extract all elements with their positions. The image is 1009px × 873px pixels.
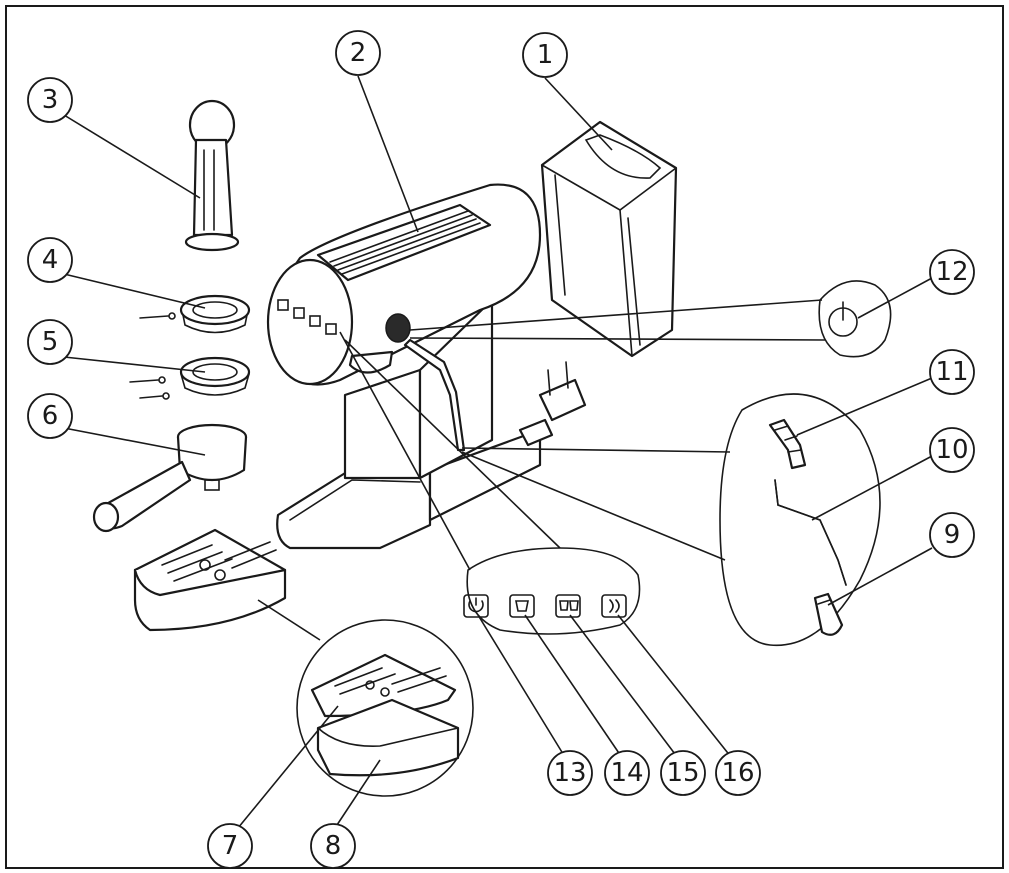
- leader-lines: [63, 75, 933, 829]
- callout-10: 10: [929, 427, 975, 473]
- filter-single: [139, 294, 251, 334]
- callout-label-5: 5: [42, 327, 59, 357]
- callout-label-14: 14: [610, 758, 643, 788]
- drip-tray-detail: [296, 619, 474, 797]
- callout-6: 6: [27, 393, 73, 439]
- diagram-frame: [5, 5, 1004, 869]
- callout-16: 16: [715, 750, 761, 796]
- callout-15: 15: [660, 750, 706, 796]
- callout-label-2: 2: [350, 38, 367, 68]
- water-tank: [540, 120, 678, 358]
- filter-double: [129, 356, 251, 400]
- callout-12: 12: [929, 249, 975, 295]
- steam-knob: [385, 313, 411, 343]
- callout-label-16: 16: [721, 758, 754, 788]
- svg-text:·: ·: [818, 297, 822, 310]
- power-plug: [518, 361, 587, 447]
- callout-label-8: 8: [325, 831, 342, 861]
- callout-label-9: 9: [944, 520, 961, 550]
- callout-11: 11: [929, 349, 975, 395]
- callout-label-6: 6: [42, 401, 59, 431]
- callout-1: 1: [522, 32, 568, 78]
- callout-14: 14: [604, 750, 650, 796]
- power-icon: [463, 594, 489, 618]
- callout-label-12: 12: [935, 257, 968, 287]
- callout-7: 7: [207, 823, 253, 869]
- callout-label-13: 13: [553, 758, 586, 788]
- callout-label-7: 7: [222, 831, 239, 861]
- steam-wand-detail: [719, 393, 881, 647]
- body-button-steam: [325, 323, 337, 335]
- callout-label-10: 10: [935, 435, 968, 465]
- callouts: 1 2 3 4 5 6 7 8: [27, 30, 975, 869]
- callout-2: 2: [335, 30, 381, 76]
- steam-icon: [601, 594, 627, 618]
- cup-warmer-grille: [329, 210, 481, 275]
- callout-label-15: 15: [666, 758, 699, 788]
- callout-8: 8: [310, 823, 356, 869]
- callout-13: 13: [547, 750, 593, 796]
- body-button-power: [277, 299, 289, 311]
- body-button-single: [293, 307, 305, 319]
- portafilter: [92, 423, 248, 533]
- single-cup-icon: [509, 594, 535, 618]
- callout-5: 5: [27, 319, 73, 365]
- callout-4: 4: [27, 237, 73, 283]
- body-button-double: [309, 315, 321, 327]
- button-panel-detail: [463, 547, 641, 635]
- detail-grille-slots: [334, 667, 447, 695]
- callout-label-11: 11: [935, 357, 968, 387]
- drip-tray-assembly: [133, 528, 287, 632]
- callout-label-1: 1: [537, 40, 554, 70]
- double-cup-icon: [555, 594, 581, 618]
- tamper-spoon: [184, 99, 240, 252]
- callout-label-3: 3: [42, 85, 59, 115]
- knob-detail: ·: [818, 280, 892, 358]
- machine-body: [266, 183, 587, 550]
- callout-label-4: 4: [42, 245, 59, 275]
- callout-3: 3: [27, 77, 73, 123]
- callout-9: 9: [929, 512, 975, 558]
